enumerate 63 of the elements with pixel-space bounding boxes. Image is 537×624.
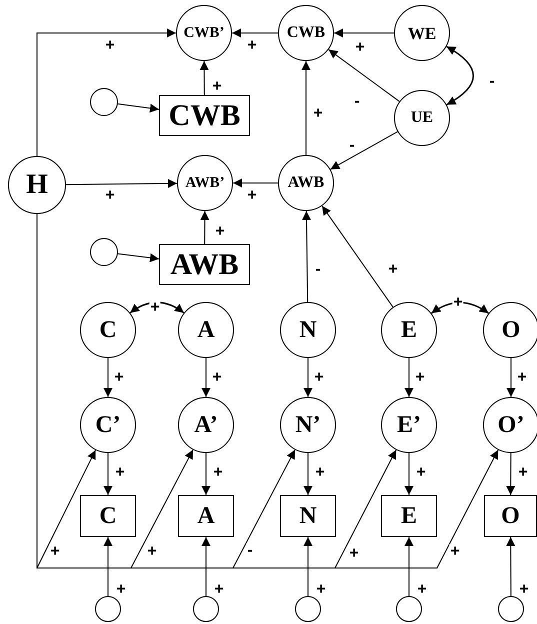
box-node	[280, 495, 336, 537]
arrow	[200, 60, 209, 96]
arrow	[130, 302, 184, 314]
node-label: CWB	[168, 100, 240, 130]
node-label: CWB’	[184, 26, 224, 40]
node-label: AWB	[288, 175, 324, 191]
arrow	[202, 536, 210, 596]
arrow	[302, 210, 311, 302]
arrow	[36, 28, 176, 156]
arrow	[304, 358, 312, 398]
arrow	[446, 46, 474, 106]
node-label: O	[501, 504, 520, 528]
node-label: A’	[194, 413, 218, 437]
box-node	[484, 495, 537, 537]
node-label: N’	[295, 413, 321, 437]
arrow	[104, 358, 112, 398]
arrow	[431, 302, 489, 314]
box-node	[178, 495, 234, 537]
node-label: O’	[498, 413, 524, 437]
node-label: WE	[408, 24, 436, 42]
box-node	[381, 495, 437, 537]
node-label: CWB	[286, 25, 326, 41]
box-node	[159, 95, 250, 136]
arrow	[302, 60, 310, 156]
node-label: H	[26, 171, 48, 199]
node-label: C	[99, 318, 117, 342]
arrow	[104, 536, 112, 596]
arrow	[104, 452, 112, 496]
arrow	[506, 358, 516, 398]
node-label: C	[99, 504, 117, 528]
arrow	[66, 178, 178, 188]
node-label: N	[299, 504, 317, 528]
arrow	[232, 28, 278, 38]
arrow	[506, 452, 516, 496]
arrow	[200, 210, 210, 244]
arrow	[232, 178, 278, 188]
arrow	[304, 536, 312, 596]
node-label: E	[400, 318, 417, 342]
arrow	[404, 452, 414, 496]
node-label: O	[502, 318, 520, 342]
arrow	[322, 205, 394, 308]
arrow	[404, 358, 414, 398]
arrow	[506, 536, 516, 596]
arrow	[334, 28, 394, 38]
arrow	[328, 49, 400, 102]
node-label: E	[400, 504, 417, 528]
node-label: AWB’	[185, 176, 225, 190]
node-label: AWB	[170, 250, 239, 280]
node-label: A	[197, 504, 215, 528]
node-label: C’	[95, 413, 121, 437]
box-node	[80, 495, 136, 537]
node-label: E’	[397, 413, 421, 437]
arrow	[117, 253, 160, 262]
node-label: N	[299, 318, 317, 342]
arrow	[202, 452, 210, 496]
node-label: A	[197, 318, 215, 342]
arrow	[404, 536, 414, 596]
arrow	[304, 452, 312, 496]
arrow	[202, 358, 210, 398]
arrow	[330, 131, 398, 170]
node-label: UE	[410, 110, 434, 126]
arrow	[117, 103, 160, 113]
box-node	[159, 244, 250, 285]
